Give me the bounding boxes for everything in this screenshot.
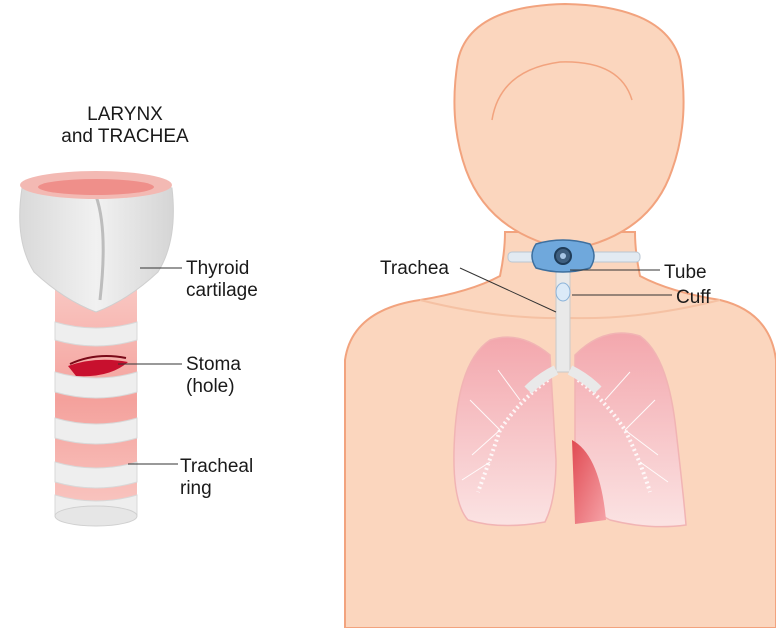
lung-left	[454, 337, 556, 525]
head	[454, 4, 683, 250]
tracheal-ring-label: Tracheal ring	[180, 456, 253, 500]
larynx-trachea-drawing	[20, 171, 182, 526]
tube-label: Tube	[664, 262, 707, 284]
patient-body	[345, 4, 776, 628]
trachea-label: Trachea	[380, 258, 449, 280]
title-line-2: and TRACHEA	[40, 126, 210, 148]
cuff	[556, 283, 570, 301]
diagram-title: LARYNX and TRACHEA	[40, 104, 210, 148]
cuff-label: Cuff	[676, 287, 711, 309]
trachea-in-body	[556, 262, 570, 372]
thyroid-cartilage-label: Thyroid cartilage	[186, 258, 258, 302]
stoma-label: Stoma (hole)	[186, 354, 241, 398]
title-line-1: LARYNX	[40, 104, 210, 126]
